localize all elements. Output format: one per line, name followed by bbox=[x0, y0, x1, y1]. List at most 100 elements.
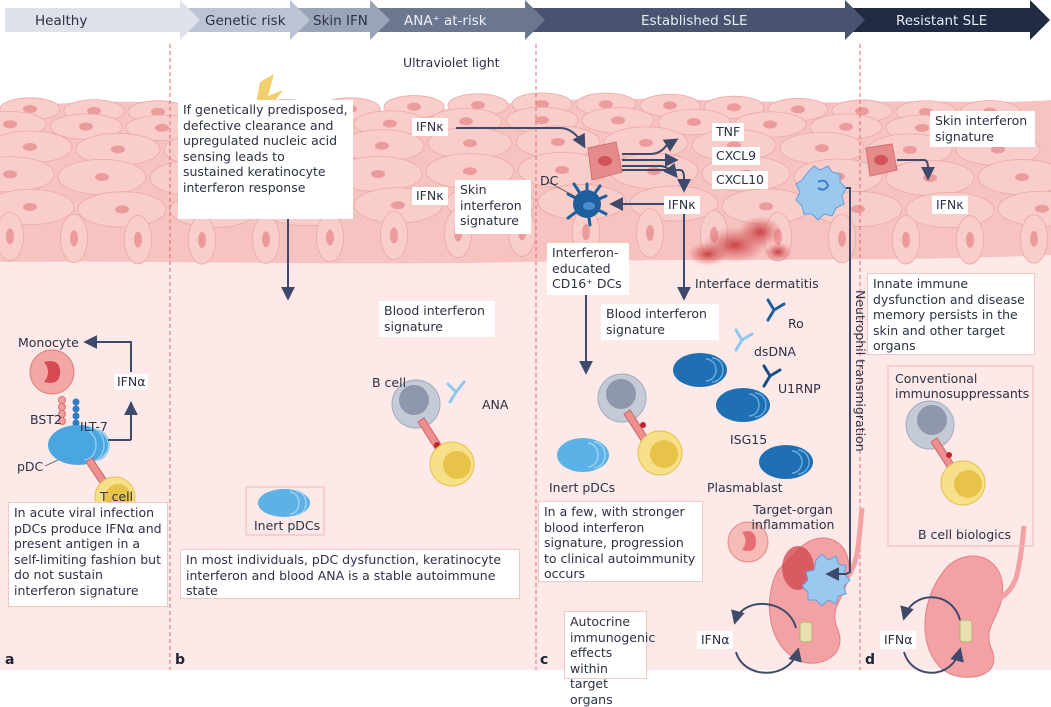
stage-resistant-sle: Resistant SLE bbox=[896, 13, 988, 29]
nucleus bbox=[598, 156, 612, 166]
interface-dermatitis-blot bbox=[688, 216, 792, 266]
keratinocyte-nucleus bbox=[459, 117, 473, 126]
keratinocyte-nucleus bbox=[3, 170, 17, 179]
autocrine-loop-arrow-top-d bbox=[900, 596, 961, 621]
inert-pdc-cell-c bbox=[557, 438, 609, 472]
panel-letter-b: b bbox=[175, 652, 186, 668]
panel-letter-a: a bbox=[5, 652, 15, 668]
label-isg15: ISG15 bbox=[730, 432, 768, 447]
u1rnp-antibody-icon bbox=[762, 364, 782, 388]
label-ifnk-bottom: IFNκ bbox=[412, 187, 448, 205]
label-interface-dermatitis: Interface dermatitis bbox=[695, 276, 819, 291]
keratinocyte-nucleus bbox=[903, 145, 917, 154]
keratinocyte-nucleus bbox=[991, 145, 1005, 154]
timeline-chevron-2 bbox=[275, 0, 390, 40]
keratinocyte-nucleus bbox=[326, 229, 334, 246]
therapy-box-d bbox=[887, 365, 1034, 547]
t-cell-c bbox=[637, 430, 683, 476]
keratinocyte-nucleus bbox=[582, 224, 590, 241]
keratinocyte-nucleus bbox=[198, 231, 206, 248]
keratinocyte-note: If genetically predisposed, defective cl… bbox=[178, 100, 353, 219]
keratinocyte-nucleus bbox=[390, 227, 398, 244]
label-ana: ANA bbox=[482, 397, 509, 412]
keratinocyte-nucleus bbox=[551, 138, 565, 147]
keratinocyte-nucleus bbox=[555, 166, 569, 175]
keratinocyte-nucleus bbox=[663, 101, 677, 110]
keratinocyte-nucleus bbox=[611, 116, 625, 125]
label-ifna-d: IFNα bbox=[880, 631, 917, 649]
inert-pdc-box-b bbox=[245, 486, 325, 536]
label-cxcl10: CXCL10 bbox=[712, 171, 768, 189]
b-cell-c bbox=[597, 373, 647, 423]
autocrine-note: Autocrine immunogenic effects within tar… bbox=[564, 611, 655, 707]
keratinocyte-nucleus bbox=[151, 107, 165, 116]
label-cxcl9: CXCL9 bbox=[712, 147, 761, 165]
panel-dividers bbox=[169, 44, 861, 670]
timeline-chevron-1 bbox=[160, 0, 310, 40]
label-bcell: B cell bbox=[372, 375, 407, 390]
keratinocyte-nucleus bbox=[535, 100, 549, 109]
caption-panel-d: Innate immune dysfunction and disease me… bbox=[867, 273, 1035, 355]
caption-panel-a: In acute viral infection pDCs produce IF… bbox=[8, 502, 168, 607]
neutrophil bbox=[795, 165, 847, 221]
label-skin-interferon-b: Skin interferon signature bbox=[455, 180, 531, 234]
plasmablast-cells bbox=[673, 353, 813, 479]
keratinocyte-nucleus bbox=[647, 167, 661, 176]
kidney-target-organ-d bbox=[924, 525, 1027, 678]
b-cell bbox=[391, 379, 441, 429]
label-target-organ: Target-organ inflammation bbox=[751, 502, 835, 532]
monocyte-cell bbox=[29, 349, 75, 395]
timeline-chevron-4 bbox=[515, 0, 865, 40]
panel-letter-d: d bbox=[865, 652, 876, 668]
t-cell-b bbox=[429, 441, 475, 487]
label-conventional-immunosuppressants: Conventional immunosuppressants bbox=[895, 371, 1030, 401]
keratinocyte-nucleus bbox=[79, 122, 93, 131]
label-u1rnp: U1RNP bbox=[778, 381, 821, 396]
label-ifnk-top: IFNκ bbox=[412, 118, 448, 136]
keratinocyte-nucleus bbox=[23, 202, 37, 211]
keratinocyte-nucleus bbox=[111, 145, 125, 154]
timeline-chevron-0 bbox=[5, 0, 200, 40]
autocrine-loop-arrow-top-c bbox=[731, 602, 797, 629]
keratinocyte-nucleus bbox=[155, 123, 169, 132]
keratinocyte-nucleus bbox=[791, 105, 805, 114]
keratinocyte-nucleus bbox=[371, 169, 385, 178]
dendritic-cell bbox=[547, 181, 608, 227]
keratinocyte-nucleus bbox=[23, 104, 37, 113]
stage-established-sle: Established SLE bbox=[641, 13, 748, 29]
keratinocyte-nucleus bbox=[471, 101, 485, 110]
stage-genetic-risk: Genetic risk bbox=[205, 13, 286, 29]
b-cell-d bbox=[905, 400, 955, 450]
arrow-neutrophil-transmigration bbox=[825, 187, 851, 581]
label-plasmablast: Plasmablast bbox=[707, 480, 783, 495]
keratinocyte-nucleus bbox=[70, 230, 78, 247]
monocyte-cell-c bbox=[727, 521, 769, 563]
stage-ana-at-risk: ANA⁺ at-risk bbox=[404, 13, 487, 29]
keratinocyte-nucleus bbox=[87, 106, 101, 115]
keratinocyte-nucleus bbox=[23, 142, 37, 151]
inert-pdc-cell bbox=[258, 489, 310, 517]
label-ifnk-d: IFNκ bbox=[932, 196, 968, 214]
keratinocyte-nucleus bbox=[759, 202, 773, 211]
keratinocyte-nucleus bbox=[375, 141, 389, 150]
label-tnf: TNF bbox=[712, 123, 745, 141]
label-blood-interferon-c: Blood interferon signature bbox=[601, 304, 719, 340]
label-neutrophil-transmigration: Neutrophil transmigration bbox=[853, 290, 868, 452]
keratinocyte-nucleus bbox=[1035, 204, 1049, 213]
timeline-chevron-5 bbox=[835, 0, 1050, 40]
caption-panel-c: In a few, with stronger blood interferon… bbox=[538, 501, 703, 582]
keratinocyte-nucleus bbox=[407, 102, 421, 111]
keratinocyte-nucleus bbox=[391, 201, 405, 210]
keratinocyte-nucleus bbox=[639, 138, 653, 147]
caption-panel-b: In most individuals, pDC dysfunction, ke… bbox=[180, 549, 520, 599]
label-blood-interferon-b: Blood interferon signature bbox=[379, 301, 495, 337]
keratinocyte-nucleus bbox=[463, 167, 477, 176]
ro-antibody-icon bbox=[766, 298, 786, 322]
label-skin-interferon-d: Skin interferon signature bbox=[930, 111, 1035, 147]
keratinocyte-nucleus bbox=[838, 230, 846, 247]
keratinocyte-nucleus bbox=[262, 231, 270, 248]
keratinocyte-nucleus bbox=[851, 205, 865, 214]
keratinocyte-nucleus bbox=[646, 224, 654, 241]
label-ifna-c: IFNα bbox=[697, 631, 734, 649]
